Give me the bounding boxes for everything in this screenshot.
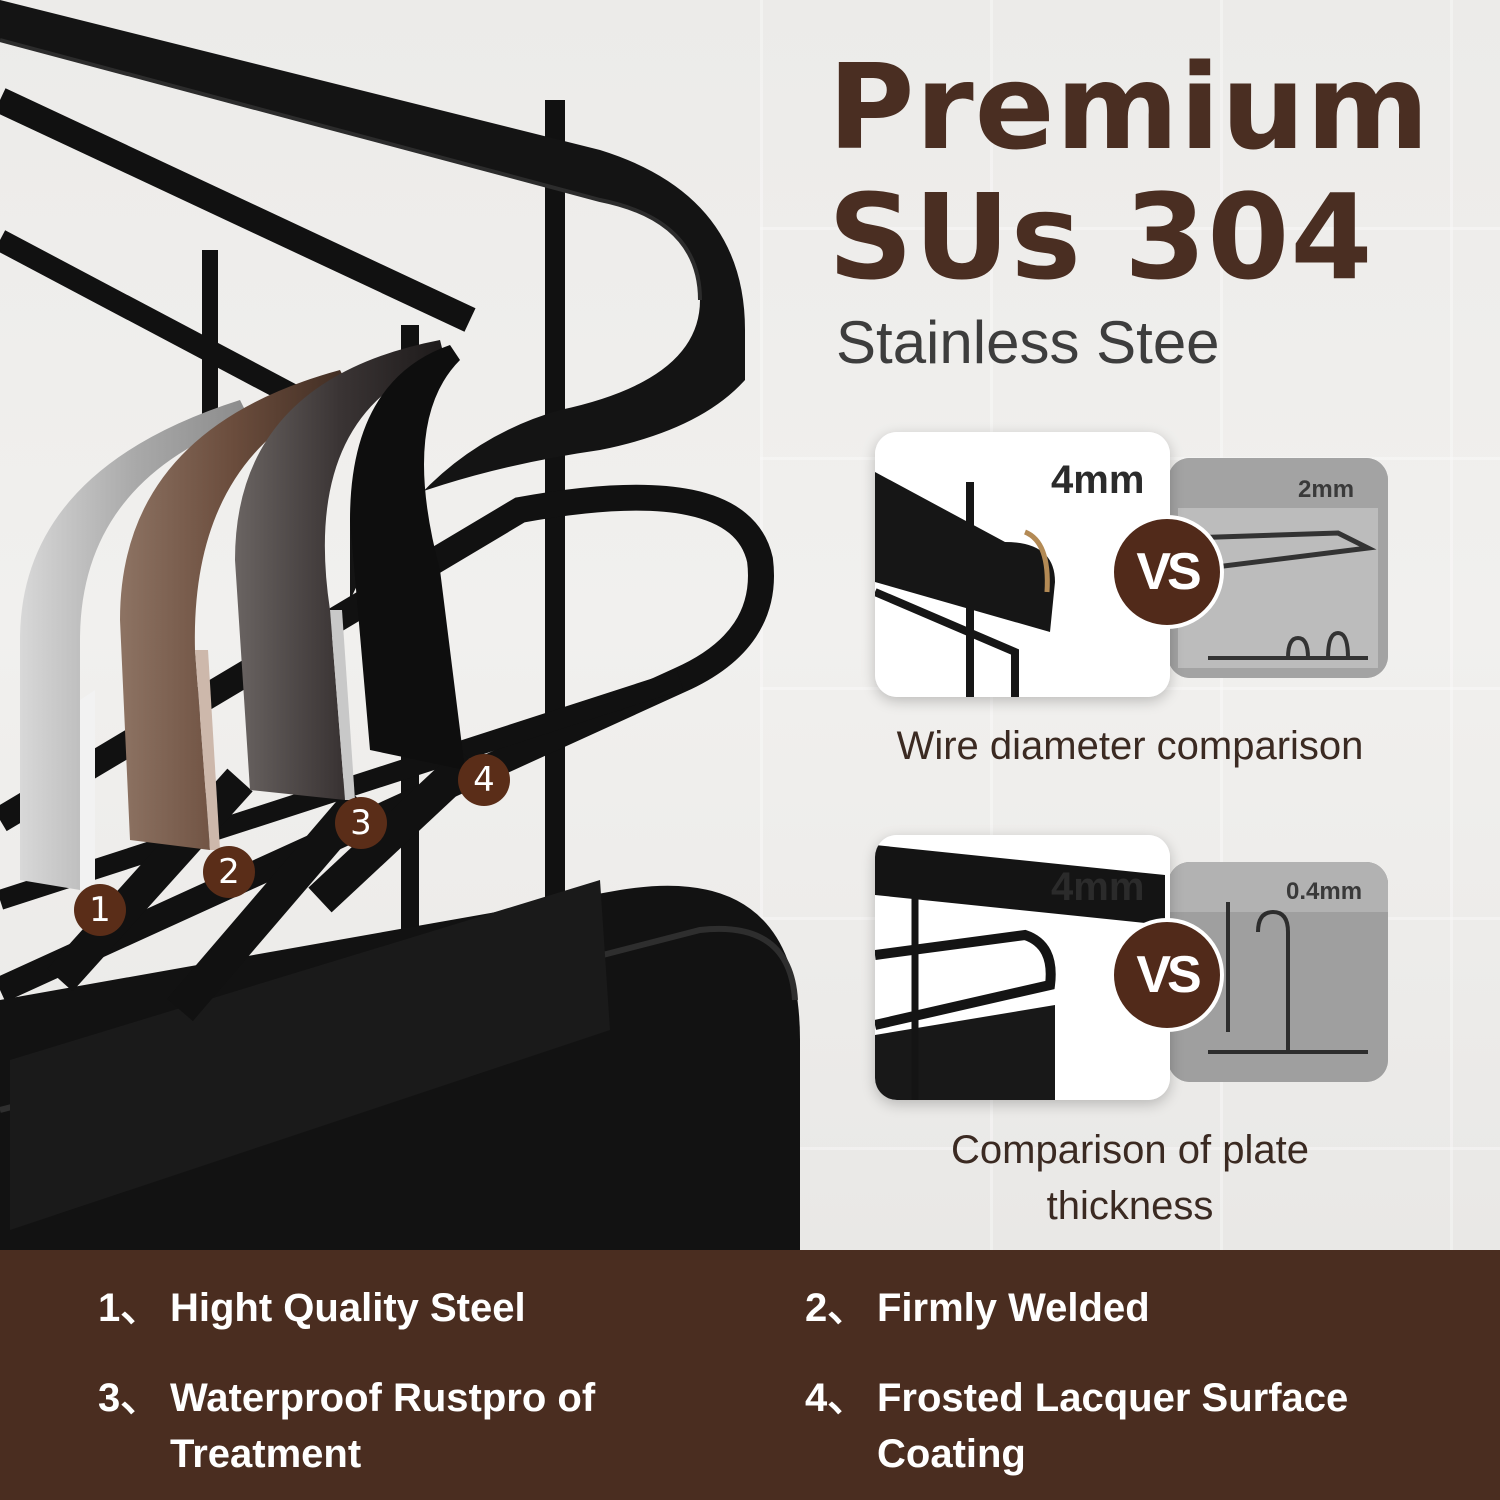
marker-2: 2: [203, 846, 255, 898]
rack-wire: [0, 484, 774, 1002]
compare-label: 0.4mm: [1286, 878, 1363, 905]
caption-plate-thickness: Comparison of plate thickness: [951, 1128, 1309, 1228]
feature-number: 2、: [805, 1286, 868, 1330]
vs-badge: VS: [1110, 515, 1224, 629]
feature-number: 3、: [98, 1376, 161, 1420]
caption-wire-diameter: Wire diameter comparison: [896, 724, 1364, 768]
vs-badge: VS: [1110, 918, 1224, 1032]
feature-item-4: 4、 Frosted Lacquer Surface Coating: [805, 1370, 1445, 1482]
feature-number: 1、: [98, 1286, 161, 1330]
marker-3: 3: [335, 797, 387, 849]
marker-4: 4: [458, 754, 510, 806]
swatch-bronze: [120, 370, 350, 850]
main-label: 4mm: [1051, 458, 1145, 502]
subtitle: Stainless Stee: [836, 309, 1220, 376]
rack-top-band: [0, 0, 745, 600]
swatch-black: [350, 345, 465, 770]
rack-rail: [0, 88, 476, 332]
shower-caddy-illustration: [0, 0, 800, 1250]
feature-text: Waterproof Rustpro of Treatment: [170, 1376, 596, 1476]
comparison-thick-plate-photo: 4mm: [875, 835, 1170, 1100]
swatch-graphite: [235, 340, 445, 800]
feature-text: Firmly Welded: [877, 1286, 1150, 1330]
feature-item-1: 1、 Hight Quality Steel: [98, 1280, 738, 1340]
feature-item-2: 2、 Firmly Welded: [805, 1280, 1445, 1340]
feature-text: Hight Quality Steel: [170, 1286, 526, 1330]
feature-text: Frosted Lacquer Surface Coating: [877, 1376, 1349, 1476]
title-line-1: Premium: [828, 38, 1431, 176]
feature-item-3: 3、 Waterproof Rustpro of Treatment: [98, 1370, 738, 1482]
main-label: 4mm: [1051, 865, 1145, 909]
marker-1: 1: [74, 884, 126, 936]
feature-band: 1、 Hight Quality Steel 2、 Firmly Welded …: [0, 1250, 1500, 1500]
title-line-2: SUs 304: [828, 168, 1374, 306]
feature-number: 4、: [805, 1376, 868, 1420]
compare-label: 2mm: [1298, 476, 1355, 503]
swatch-silver: [20, 400, 250, 890]
